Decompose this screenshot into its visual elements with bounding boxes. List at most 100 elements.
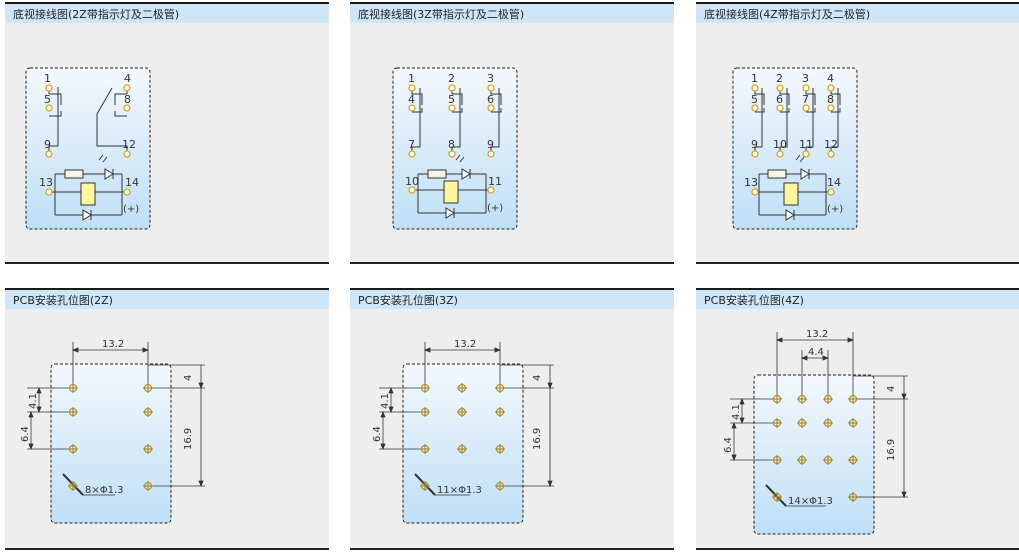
pin-8 <box>448 150 456 158</box>
dim-right-long-label: 16.9 <box>886 439 897 461</box>
panel-title: 底视接线图(4Z带指示灯及二极管) <box>704 8 871 21</box>
panel-title: PCB安装孔位图(4Z) <box>704 294 804 307</box>
dim-left-a-label: 4.1 <box>731 404 742 420</box>
pin-label: 10 <box>405 175 419 188</box>
panel-header: 底视接线图(3Z带指示灯及二极管) <box>350 2 674 23</box>
pin-label: 9 <box>487 138 494 151</box>
dim-left-a-label: 4.1 <box>28 393 39 409</box>
dim-width-label: 13.2 <box>806 329 828 340</box>
polarity-label: (+) <box>827 204 843 215</box>
pin-label: 14 <box>125 176 139 189</box>
pin-1 <box>751 84 759 92</box>
pin-label: 8 <box>827 93 834 106</box>
pin-8 <box>827 104 835 112</box>
pin-12 <box>827 150 835 158</box>
pin-label: 6 <box>487 93 494 106</box>
pin-13 <box>45 188 53 196</box>
relay-outline <box>50 363 172 524</box>
panel-footer-line <box>350 548 674 550</box>
panel-title: 底视接线图(2Z带指示灯及二极管) <box>13 8 180 21</box>
pin-9 <box>751 150 759 158</box>
panel-pcb-2z: PCB安装孔位图(2Z) <box>5 288 329 550</box>
pin-label: 9 <box>44 138 51 151</box>
pin-1 <box>45 84 53 92</box>
panel-wiring-4z: 底视接线图(4Z带指示灯及二极管) <box>696 2 1019 264</box>
panel-footer-line <box>696 548 1019 550</box>
relay-outline <box>753 374 875 535</box>
pin-label: 4 <box>408 93 415 106</box>
pin-10 <box>776 150 784 158</box>
pin-4 <box>827 84 835 92</box>
pin-5 <box>448 104 456 112</box>
pin-label: 7 <box>802 93 809 106</box>
pin-13 <box>751 188 759 196</box>
pin-6 <box>487 104 495 112</box>
pin-1 <box>408 84 416 92</box>
panel-wiring-3z: 底视接线图(3Z带指示灯及二极管) 1 2 <box>350 2 674 264</box>
panel-wiring-2z: 底视接线图(2Z带指示灯及二极管) <box>5 2 329 264</box>
dim-left-a-label: 4.1 <box>380 393 391 409</box>
pin-label: 13 <box>39 176 53 189</box>
panel-title: PCB安装孔位图(3Z) <box>358 294 458 307</box>
relay-outline <box>25 67 151 230</box>
pin-label: 10 <box>773 138 787 151</box>
pin-9 <box>487 150 495 158</box>
hole-note: 8×Φ1.3 <box>85 485 124 496</box>
dim-left-b-label: 6.4 <box>372 426 383 442</box>
pin-label: 4 <box>124 72 131 85</box>
pin-label: 1 <box>44 72 51 85</box>
panel-title: PCB安装孔位图(2Z) <box>13 294 113 307</box>
pin-label: 14 <box>827 176 841 189</box>
dim-right-long-label: 16.9 <box>532 428 543 450</box>
pin-label: 12 <box>824 138 838 151</box>
pin-label: 1 <box>751 72 758 85</box>
panel-header: PCB安装孔位图(4Z) <box>696 288 1019 309</box>
pin-label: 12 <box>122 138 136 151</box>
pin-7 <box>408 150 416 158</box>
pin-3 <box>802 84 810 92</box>
pin-5 <box>45 104 53 112</box>
pin-label: 6 <box>776 93 783 106</box>
panel-header: 底视接线图(2Z带指示灯及二极管) <box>5 2 329 23</box>
pin-11 <box>802 150 810 158</box>
pin-label: 8 <box>448 138 455 151</box>
dim-left-b-label: 6.4 <box>723 437 734 453</box>
panel-pcb-4z: PCB安装孔位图(4Z) <box>696 288 1019 550</box>
pin-label: 5 <box>44 93 51 106</box>
panel-header: 底视接线图(4Z带指示灯及二极管) <box>696 2 1019 23</box>
dim-right-top-label: 4 <box>183 375 194 381</box>
pin-6 <box>776 104 784 112</box>
wiring-diagram-2z: 1 4 5 8 9 12 13 14 (+) <box>25 67 151 230</box>
polarity-label: (+) <box>487 203 503 214</box>
pin-label: 11 <box>799 138 813 151</box>
relay-outline <box>402 363 524 524</box>
pin-label: 11 <box>488 175 502 188</box>
panel-header: PCB安装孔位图(2Z) <box>5 288 329 309</box>
pin-9 <box>45 150 53 158</box>
polarity-label: (+) <box>123 204 139 215</box>
pin-3 <box>487 84 495 92</box>
panel-footer-line <box>5 262 329 264</box>
pin-7 <box>802 104 810 112</box>
panel-footer-line <box>696 262 1019 264</box>
pin-4 <box>123 84 131 92</box>
pin-2 <box>776 84 784 92</box>
pin-label: 2 <box>776 72 783 85</box>
pin-14 <box>123 188 131 196</box>
pin-4 <box>408 104 416 112</box>
pin-label: 3 <box>487 72 494 85</box>
dim-pitch-label: 4.4 <box>808 347 824 358</box>
pcb-drawing-3z: 13.2 4 16.9 4.1 6.4 11×Φ1.3 <box>372 339 554 524</box>
hole-note: 14×Φ1.3 <box>788 496 833 507</box>
dim-width-label: 13.2 <box>454 339 476 350</box>
pin-14 <box>827 188 835 196</box>
pin-label: 8 <box>124 93 131 106</box>
hole-note: 11×Φ1.3 <box>437 485 482 496</box>
pin-label: 9 <box>751 138 758 151</box>
dim-right-top-label: 4 <box>886 386 897 392</box>
pcb-drawing-2z: 13.2 4 16.9 4.1 6.4 8×Φ1.3 <box>20 339 205 524</box>
wiring-diagram-3z: 1 2 3 4 5 6 7 8 9 10 11 (+) <box>392 67 518 230</box>
pin-label: 5 <box>751 93 758 106</box>
panel-pcb-3z: PCB安装孔位图(3Z) <box>350 288 674 550</box>
pin-label: 13 <box>744 176 758 189</box>
